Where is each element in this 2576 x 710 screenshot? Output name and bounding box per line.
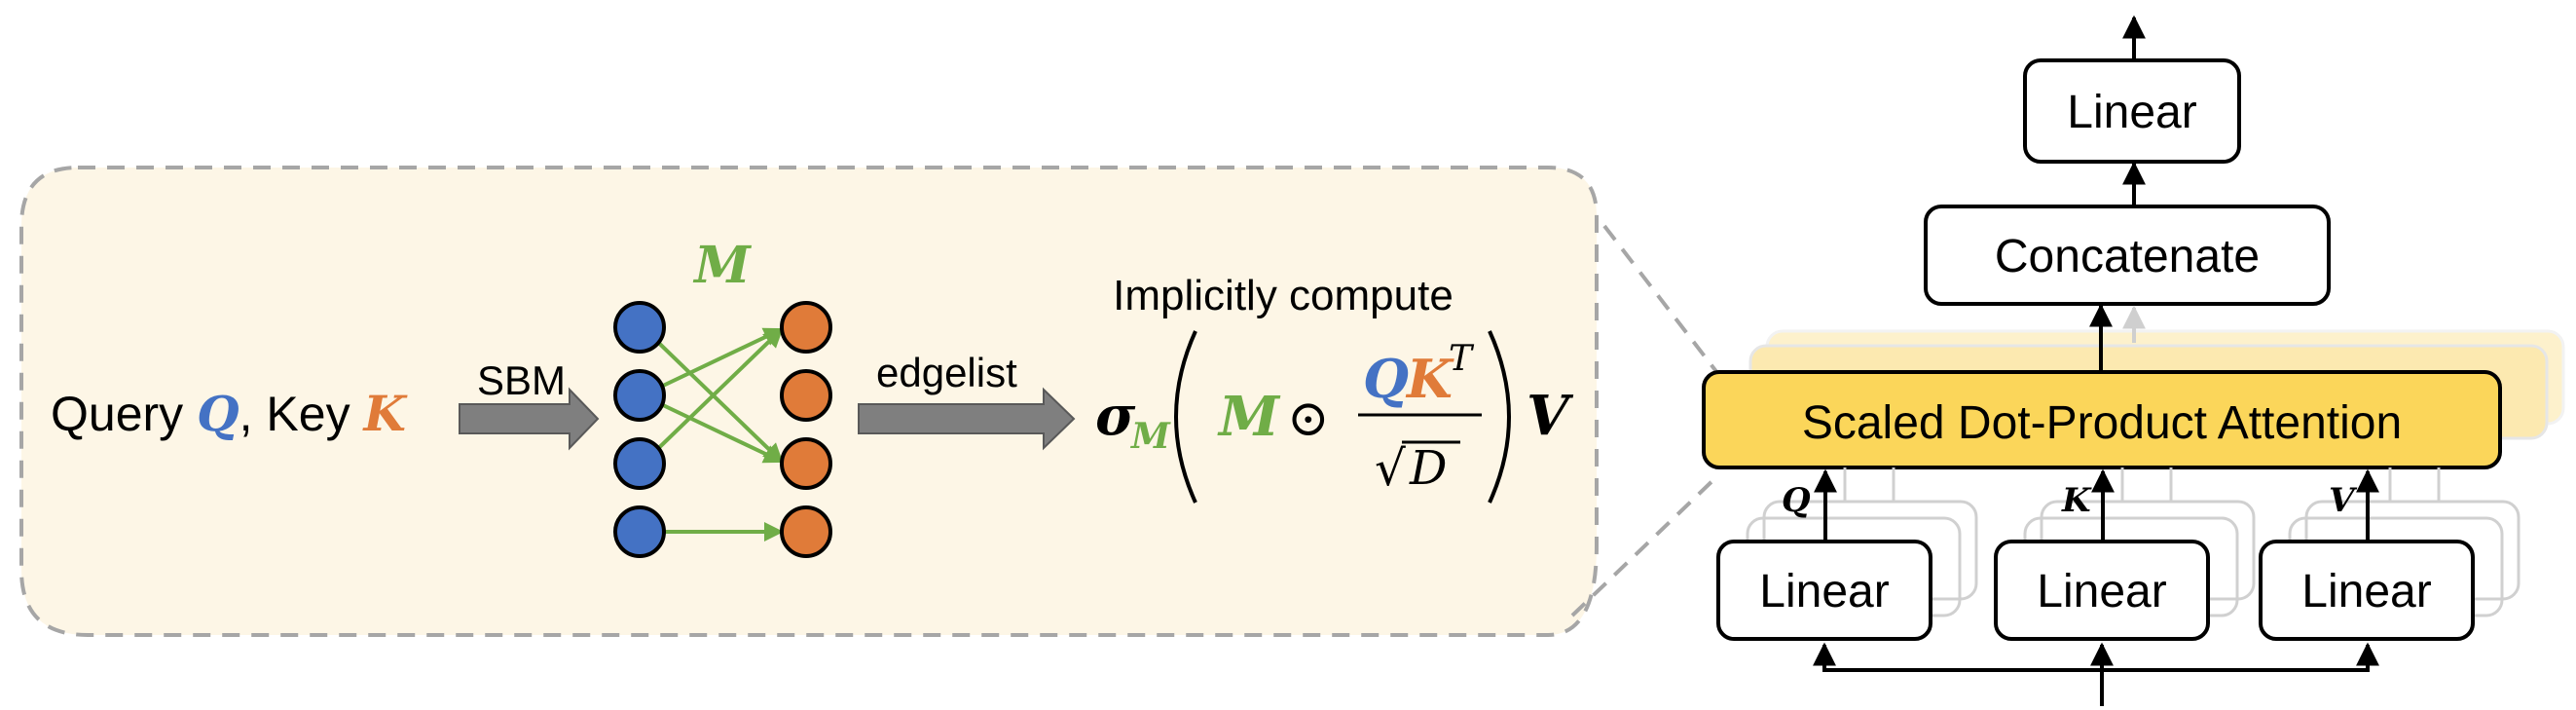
sbm-label: SBM [477,357,566,403]
edge [641,327,784,466]
formula-numerator-k: K [1405,348,1454,410]
formula-denominator-d: D [1409,441,1447,496]
multi-head-attention-block: Linear Concatenate Scaled Dot-Product At… [1702,15,2565,706]
formula-numerator-q: Q [1363,348,1409,410]
key-nodes [780,301,832,558]
formula-caption: Implicitly compute [1113,272,1454,319]
mask-edges [641,325,784,542]
zoom-line-bottom [1570,473,1720,617]
query-node [613,505,666,558]
input-branch [1813,642,2102,672]
formula-right-paren [1488,330,1511,504]
linear-v-label: Linear [2301,566,2431,617]
query-nodes [613,301,666,558]
edgelist-arrow [858,387,1076,451]
linear-q-label: Linear [1759,566,1889,617]
zoom-line-top [1602,224,1723,380]
linear-v-box [2259,540,2475,641]
key-node [780,505,832,558]
concatenate-label: Concatenate [1995,231,2260,282]
linear-k-label: Linear [2037,566,2166,617]
formula-sqrt: √ [1375,440,1406,497]
concatenate-box [1924,205,2331,306]
formula-sigma: σ [1095,384,1136,448]
linear-q-box [1716,540,1932,641]
query-node [613,301,666,354]
attention-label: Scaled Dot-Product Attention [1802,397,2402,449]
key-node [780,301,832,354]
input-distribution [1813,642,2379,706]
zoom-connector [1570,224,1723,617]
key-node [780,369,832,422]
query-symbol: Q [197,385,239,442]
v-label: V [2329,481,2358,520]
query-node [613,369,666,422]
edgelist-label: edgelist [876,350,1017,395]
attention-box [1702,370,2502,469]
edge [642,393,784,464]
input-label: Query Q, Key K [51,385,408,442]
formula-numerator-superscript: T [1449,339,1475,379]
key-symbol: K [361,385,408,442]
input-branch [2102,642,2379,672]
sparse-attention-panel: Query Q, Key K SBM M e [19,166,1599,637]
input-mid: , Key [239,387,364,441]
sbm-arrow [459,387,600,451]
q-label: Q [1782,481,1811,520]
formula-sigma-subscript: M [1129,416,1171,457]
top-linear-label: Linear [2067,87,2196,138]
edge [642,327,784,397]
mask-label: M [692,236,752,295]
formula-mask: M [1217,385,1281,449]
k-label: K [2061,481,2092,520]
formula-odot: ⊙ [1287,390,1330,448]
formula-left-paren [1174,330,1197,504]
linear-k-box [1994,540,2210,641]
query-node [613,437,666,490]
input-prefix: Query [51,387,197,441]
formula-value: V [1527,384,1574,448]
key-node [780,437,832,490]
attention-formula: σ M M ⊙ Q K T √ D V [1095,330,1574,504]
